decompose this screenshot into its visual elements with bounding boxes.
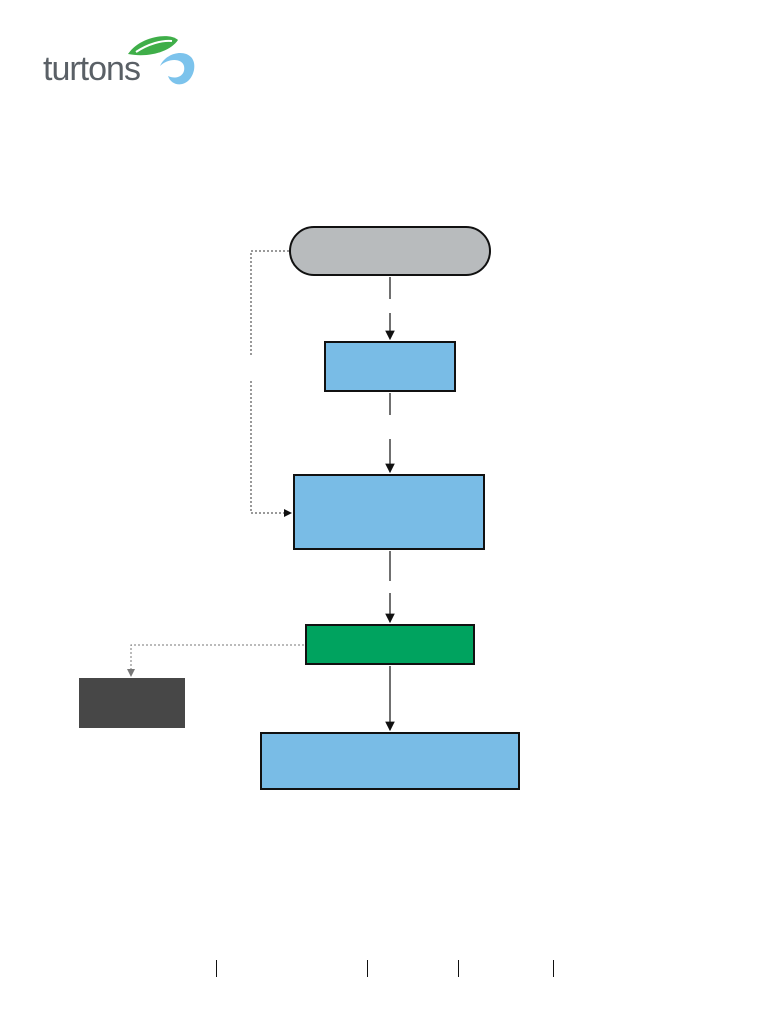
footer-separator — [216, 960, 217, 977]
final-process-box — [260, 732, 520, 790]
footer-separator — [553, 960, 554, 977]
footer-separator — [458, 960, 459, 977]
start-terminator — [289, 226, 491, 276]
side-outcome-box — [79, 678, 185, 728]
process-box-step1 — [324, 341, 456, 392]
process-box-step2 — [293, 474, 485, 550]
connector-bypass-lower — [250, 381, 292, 517]
logo-swirl-icon — [128, 36, 195, 85]
logo-wordmark: turtons — [43, 50, 141, 88]
connector-bypass-start-step2 — [250, 250, 289, 356]
decision-box — [305, 624, 475, 665]
footer-separator — [367, 960, 368, 977]
connector-decision-side — [127, 644, 304, 677]
turtons-logo: turtons — [40, 30, 200, 92]
